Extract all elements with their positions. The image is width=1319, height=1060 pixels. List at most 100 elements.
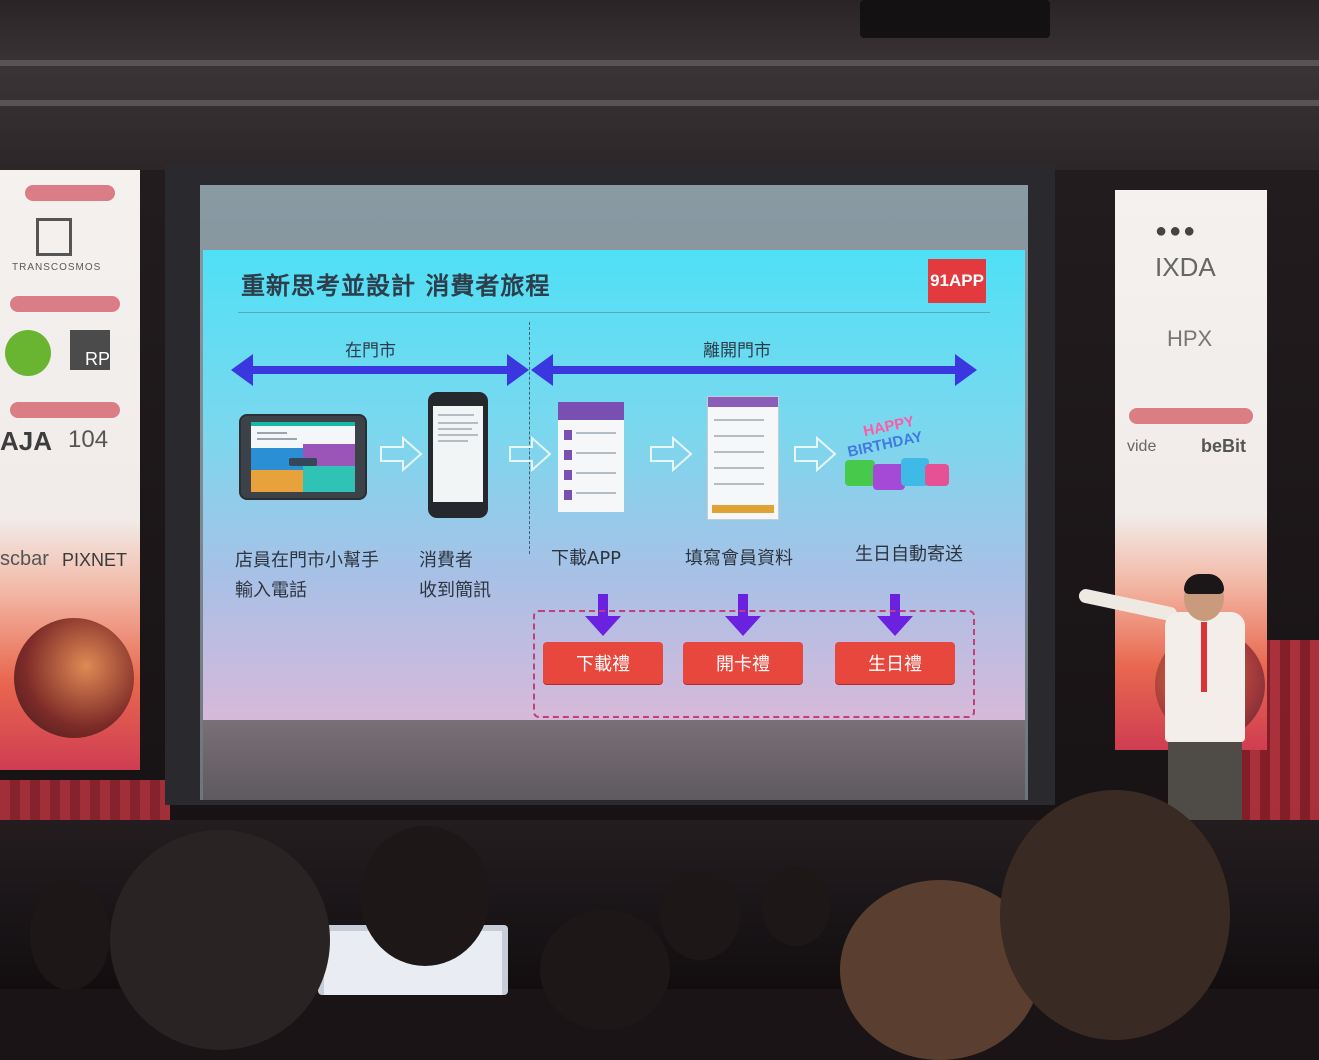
sponsor-logo-icon xyxy=(5,330,51,376)
ceiling xyxy=(0,0,1319,170)
app-list-icon xyxy=(564,490,572,500)
sponsor-logo-ixda: IXDA xyxy=(1155,252,1216,282)
form-header-bar xyxy=(708,397,778,407)
banner-tag xyxy=(1129,408,1253,424)
sms-line xyxy=(438,440,468,442)
step-arrow-icon xyxy=(509,436,552,472)
banner-graphic xyxy=(14,618,134,738)
tablet-ui-line xyxy=(257,432,287,434)
phone-screen xyxy=(433,406,483,502)
gift-group-box: 下載禮 開卡禮 生日禮 xyxy=(533,610,975,718)
birthday-gift-button: 生日禮 xyxy=(835,642,955,684)
sponsor-logo-bebit: beBit xyxy=(1201,436,1246,456)
slide-title: 重新思考並設計 消費者旅程 xyxy=(241,272,551,300)
sponsor-logo-text: TRANSCOSMOS xyxy=(12,262,102,273)
tablet-device-image xyxy=(241,416,365,498)
step-caption-3: 下載APP xyxy=(551,548,622,569)
ceiling-truss xyxy=(0,100,1319,106)
sponsor-logo-pixnet: PIXNET xyxy=(62,550,128,570)
sms-line xyxy=(438,428,472,430)
app-header-bar xyxy=(558,402,624,420)
step-caption-4: 填寫會員資料 xyxy=(685,548,793,569)
audience-head xyxy=(660,870,740,960)
happy-birthday-image: HAPPY BIRTHDAY xyxy=(839,413,953,496)
tablet-ui-tile xyxy=(251,470,303,492)
sponsor-logo-104: 104 xyxy=(68,426,109,453)
sms-line xyxy=(438,434,478,436)
audience-head xyxy=(1000,790,1230,1040)
tablet-ui-bar xyxy=(251,422,355,426)
sponsor-logo-dots: ●●● xyxy=(1155,220,1198,242)
presenter-shirt xyxy=(1165,612,1245,742)
title-underline xyxy=(238,312,990,313)
banner-tag xyxy=(10,296,120,312)
step-caption-2b: 收到簡訊 xyxy=(419,580,491,601)
app-list-icon xyxy=(564,450,572,460)
form-field-line xyxy=(714,467,764,469)
form-field-line xyxy=(714,451,764,453)
presentation-slide: 重新思考並設計 消費者旅程 91APP 在門市 離開門市 xyxy=(203,250,1025,720)
sponsor-banner-left: TRANSCOSMOS RP AJA 104 scbar PIXNET xyxy=(0,170,140,770)
app-list-icon xyxy=(564,430,572,440)
form-submit-bar xyxy=(712,505,774,513)
audience-head xyxy=(540,910,670,1030)
step-arrow-icon xyxy=(650,436,693,472)
down-arrow-icon xyxy=(725,594,761,636)
step-caption-5: 生日自動寄送 xyxy=(855,544,963,565)
sponsor-logo-aja: AJA xyxy=(0,426,53,456)
banner-tag xyxy=(10,402,120,418)
phone-sms-image xyxy=(428,392,488,518)
double-arrow-in-store xyxy=(231,354,531,386)
audience-head xyxy=(360,826,490,966)
91app-logo: 91APP xyxy=(928,259,986,303)
arrow-shaft xyxy=(551,366,957,374)
arrow-left-icon xyxy=(231,354,253,386)
membership-gift-button: 開卡禮 xyxy=(683,642,803,684)
sponsor-logo-hpx: HPX xyxy=(1167,326,1213,351)
tablet-ui-dialog xyxy=(289,458,317,466)
app-screenshot-image xyxy=(558,402,624,512)
sms-line xyxy=(438,414,474,416)
app-list-line xyxy=(576,432,616,434)
tablet-screen xyxy=(251,422,355,492)
gift-box-icon xyxy=(925,464,949,486)
step-caption-2a: 消費者 xyxy=(419,550,473,571)
audience-head xyxy=(110,830,330,1050)
form-field-line xyxy=(714,435,764,437)
lanyard xyxy=(1201,622,1207,692)
arrow-right-icon xyxy=(955,354,977,386)
form-field-line xyxy=(714,483,764,485)
ceiling-truss xyxy=(0,60,1319,66)
arrow-shaft xyxy=(251,366,509,374)
sponsor-logo-scbar: scbar xyxy=(0,548,49,570)
sponsor-logo-icon xyxy=(36,218,72,256)
audience-head xyxy=(30,880,110,990)
section-label-in-store: 在門市 xyxy=(345,341,396,361)
gift-box-icon xyxy=(901,458,929,486)
gift-box-icon xyxy=(873,464,905,490)
slide-lower-margin xyxy=(203,720,1025,800)
app-list-line xyxy=(576,452,616,454)
section-label-leaving: 離開門市 xyxy=(703,341,771,361)
arrow-left-icon xyxy=(531,354,553,386)
app-list-line xyxy=(576,492,616,494)
tablet-ui-tile xyxy=(303,466,355,492)
projector xyxy=(860,0,1050,38)
audience-head xyxy=(762,866,830,946)
app-list-icon xyxy=(564,470,572,480)
section-divider xyxy=(529,322,530,554)
presenter-hair xyxy=(1184,574,1224,594)
double-arrow-leaving xyxy=(531,354,977,386)
step-caption-1b: 輸入電話 xyxy=(235,580,307,601)
form-field-line xyxy=(714,419,764,421)
app-list-line xyxy=(576,472,616,474)
step-caption-1a: 店員在門市小幫手 xyxy=(235,550,379,571)
gift-box-icon xyxy=(845,460,875,486)
sponsor-logo-rp: RP xyxy=(70,330,110,370)
down-arrow-icon xyxy=(877,594,913,636)
arrow-right-icon xyxy=(507,354,529,386)
download-gift-button: 下載禮 xyxy=(543,642,663,684)
sponsor-logo-video: vide xyxy=(1127,438,1157,455)
sms-line xyxy=(438,422,478,424)
step-arrow-icon xyxy=(794,436,837,472)
